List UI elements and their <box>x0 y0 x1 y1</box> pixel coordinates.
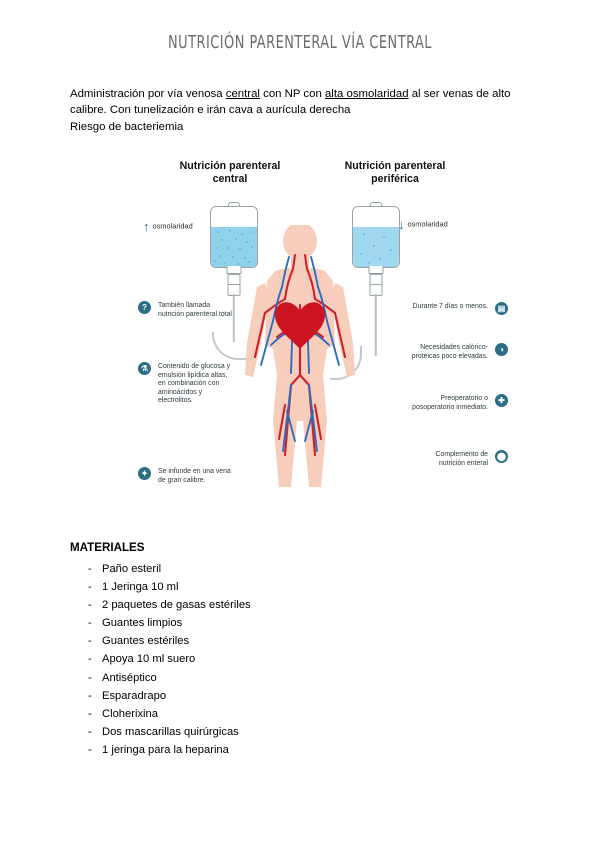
list-item-dash: - <box>88 563 92 575</box>
materials-list: -Paño esteril-1 Jeringa 10 ml-2 paquetes… <box>70 560 450 759</box>
bag-label-peripheral: ↓osmolaridad <box>398 218 448 231</box>
list-item-label: 2 paquetes de gasas estériles <box>102 599 251 612</box>
list-item: -Guantes estériles <box>70 632 450 650</box>
list-item: -Paño esteril <box>70 560 450 578</box>
shield-icon: ⬤ <box>495 450 508 463</box>
list-item-label: Apoya 10 ml suero <box>102 653 196 666</box>
list-item-dash: - <box>88 653 92 666</box>
annotation-left-0: ? También llamada nutrición parenteral t… <box>138 301 236 319</box>
list-item-dash: - <box>88 707 92 720</box>
list-item-label: 1 Jeringa 10 ml <box>102 581 179 594</box>
annotation-left-2-text: Se infunde en una vena de gran calibre. <box>158 468 231 484</box>
annotation-left-2: ✦ Se infunde en una vena de gran calibre… <box>138 467 236 485</box>
iv-bag-hanger-central <box>228 202 240 207</box>
list-item: -Dos mascarillas quirúrgicas <box>70 723 450 741</box>
human-vascular-illustration <box>235 222 365 510</box>
list-item-dash: - <box>88 725 92 738</box>
iv-tube-central <box>232 294 236 342</box>
list-item-dash: - <box>88 617 92 630</box>
question-mark-icon: ? <box>138 301 151 314</box>
list-item: -Esparadrapo <box>70 687 450 705</box>
iv-tube-peripheral <box>374 294 378 356</box>
iv-bag-neck-central <box>226 266 242 274</box>
annotation-right-2-text: Preoperatorio o posoperatorio inmediato. <box>412 395 488 411</box>
annotation-left-1-text: Contenido de glucosa y emulsión lipídica… <box>158 363 231 405</box>
list-item-label: Esparadrapo <box>102 689 167 702</box>
list-item-label: Guantes limpios <box>102 617 183 630</box>
parenteral-nutrition-figure: Nutrición parenteral central Nutrición p… <box>0 150 600 510</box>
bag-label-central-text: osmolaridad <box>152 221 193 231</box>
list-item-dash: - <box>88 689 92 702</box>
figure-heading-central-line2: central <box>212 173 248 185</box>
list-item: -1 jeringa para la heparina <box>70 741 450 759</box>
figure-heading-central: Nutrición parenteral central <box>155 160 305 186</box>
annotation-left-1: ⚗ Contenido de glucosa y emulsión lipídi… <box>138 362 236 406</box>
list-item-dash: - <box>88 599 92 612</box>
veins <box>260 256 340 452</box>
list-item: -1 Jeringa 10 ml <box>70 578 450 596</box>
iv-bag-peripheral <box>352 202 400 356</box>
list-item-label: Dos mascarillas quirúrgicas <box>102 725 239 738</box>
annotation-right-0-text: Durante 7 días o menos. <box>412 303 488 310</box>
iv-bag-neck-peripheral <box>368 266 384 274</box>
bag-label-peripheral-text: osmolaridad <box>407 219 448 229</box>
page-title: NUTRICIÓN PARENTERAL VÍA CENTRAL <box>168 33 432 53</box>
list-item-dash: - <box>88 635 92 648</box>
iv-fluid-central <box>211 227 257 267</box>
intro-paragraph: Administración por vía venosa central co… <box>70 86 515 135</box>
list-item: -Cloherixina <box>70 705 450 723</box>
intro-segment-2: con NP con <box>259 88 325 100</box>
annotation-left-0-text: También llamada nutrición parenteral tot… <box>158 302 232 318</box>
figure-heading-peripheral: Nutrición parenteral periférica <box>320 160 470 186</box>
annotation-right-0: ▤ Durante 7 días o menos. <box>410 302 508 315</box>
annotation-right-3-text: Complemento de nutrición enteral <box>435 451 488 467</box>
iv-bag-body-central <box>210 206 258 268</box>
list-item-dash: - <box>88 581 92 594</box>
list-item: -Guantes limpios <box>70 614 450 632</box>
iv-bag-hanger-peripheral <box>370 202 382 207</box>
figure-heading-central-line1: Nutrición parenteral <box>179 160 281 172</box>
intro-underline-osmolaridad: alta osmolaridad <box>324 88 409 100</box>
annotation-right-1-text: Necesidades calórico-proteicas poco elev… <box>411 344 488 360</box>
plus-icon: ✚ <box>495 394 508 407</box>
iv-specks-peripheral <box>353 227 399 267</box>
intro-line-3: Riesgo de bacteriemia <box>70 120 184 133</box>
iv-specks-central <box>211 227 257 267</box>
iv-bag-central <box>210 202 258 342</box>
body-silhouette <box>245 222 355 487</box>
list-item: -2 paquetes de gasas estériles <box>70 596 450 614</box>
list-item-label: Paño esteril <box>102 563 162 575</box>
iv-fluid-peripheral <box>353 227 399 267</box>
arrow-up-icon: ↑ <box>143 219 150 234</box>
figure-heading-peripheral-line1: Nutrición parenteral <box>344 160 446 172</box>
list-item-label: Cloherixina <box>102 707 158 720</box>
list-item: -Antiséptico <box>70 669 450 687</box>
intro-segment-1: Administración por vía venosa <box>70 88 226 100</box>
list-item-dash: - <box>88 743 92 756</box>
flask-icon: ⚗ <box>138 362 151 375</box>
intro-segment-3: al ser venas de alto calibre. Con tuneli… <box>70 88 511 117</box>
list-item-dash: - <box>88 671 92 684</box>
annotation-right-3: ⬤ Complemento de nutrición enteral <box>410 450 508 468</box>
calendar-icon: ▤ <box>495 302 508 315</box>
list-item: -Apoya 10 ml suero <box>70 650 450 668</box>
vascular-svg <box>245 222 355 487</box>
heart-icon <box>275 302 325 349</box>
drip-chamber-peripheral <box>369 274 383 296</box>
list-item-label: Guantes estériles <box>102 635 190 648</box>
annotation-right-2: ✚ Preoperatorio o posoperatorio inmediat… <box>410 394 508 412</box>
materials-title: MATERIALES <box>70 541 145 554</box>
arrow-down-icon: ↓ <box>398 217 405 232</box>
intro-underline-central: central <box>225 88 260 100</box>
list-item-label: Antiséptico <box>102 671 157 684</box>
figure-heading-peripheral-line2: periférica <box>371 173 419 185</box>
vein-infusion-icon: ✦ <box>138 467 151 480</box>
bag-label-central: ↑osmolaridad <box>143 220 193 233</box>
annotation-right-1: ◑ Necesidades calórico-proteicas poco el… <box>410 343 508 361</box>
list-item-label: 1 jeringa para la heparina <box>102 743 229 756</box>
droplet-icon: ◑ <box>495 343 508 356</box>
